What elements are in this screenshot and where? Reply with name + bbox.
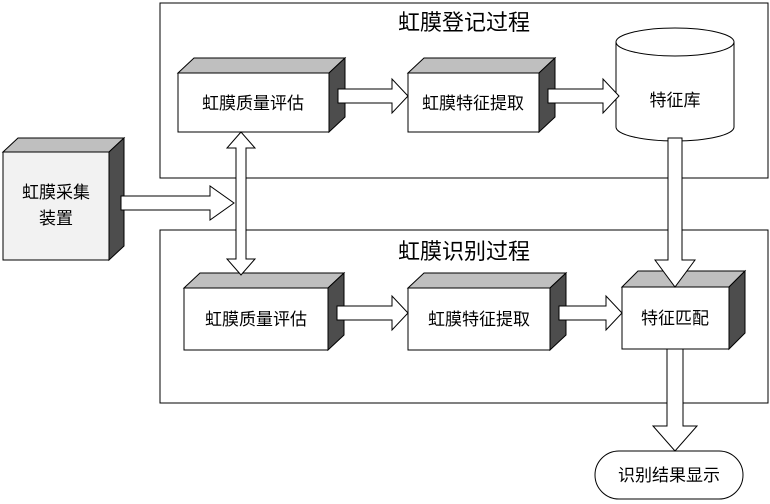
quality-assessment-double-arrow [225, 131, 257, 276]
recognition-feature-extraction-box: 虹膜特征提取 [406, 271, 568, 352]
database-to-matching-arrow [654, 137, 696, 288]
feature-matching-box: 特征匹配 [620, 269, 747, 351]
feature-matching-label: 特征匹配 [641, 309, 709, 329]
recognition-process-title: 虹膜识别过程 [398, 240, 530, 265]
registration-feature-extraction-label: 虹膜特征提取 [422, 94, 524, 114]
recognition-quality-to-extraction-arrow [336, 294, 409, 332]
recognition-quality-assessment-label: 虹膜质量评估 [205, 310, 307, 330]
registration-feature-extraction-box: 虹膜特征提取 [406, 56, 557, 134]
registration-process-title: 虹膜登记过程 [398, 11, 530, 36]
extraction-to-database-arrow [547, 77, 620, 115]
registration-quality-assessment-label: 虹膜质量评估 [202, 94, 304, 114]
result-display-terminal: 识别结果显示 [594, 450, 744, 500]
capture-device-label-line2: 装置 [39, 209, 73, 229]
recognition-process-frame [159, 229, 769, 404]
capture-device-box: 虹膜采集 装置 [1, 136, 126, 262]
capture-to-quality-arrow [120, 185, 235, 221]
feature-database-label: 特征库 [650, 91, 701, 111]
registration-quality-assessment-box: 虹膜质量评估 [176, 56, 347, 134]
registration-process-frame [159, 2, 769, 179]
result-display-label: 识别结果显示 [618, 466, 720, 486]
recognition-quality-assessment-box: 虹膜质量评估 [182, 271, 346, 352]
feature-database-cylinder: 特征库 [615, 27, 735, 142]
registration-quality-to-extraction-arrow [337, 77, 409, 115]
capture-device-label-line1: 虹膜采集 [22, 183, 90, 203]
matching-to-result-arrow [651, 348, 699, 452]
recognition-feature-extraction-label: 虹膜特征提取 [428, 310, 530, 330]
extraction-to-matching-arrow [558, 294, 623, 332]
